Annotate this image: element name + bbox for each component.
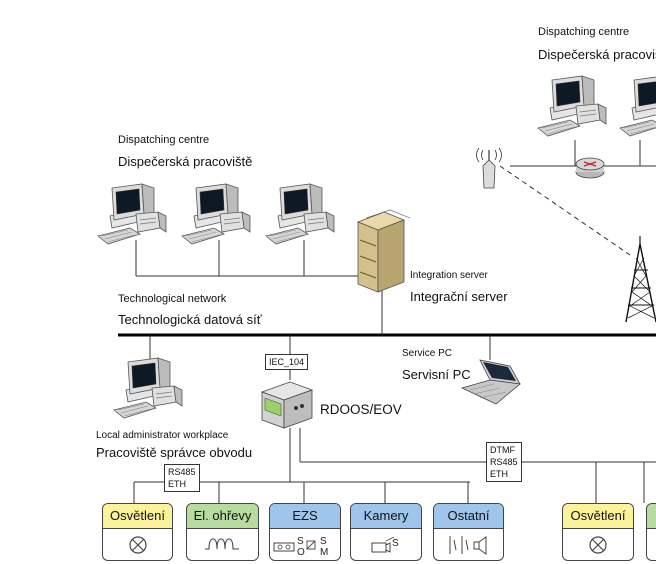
dispatch-en-label: Dispatching centre	[118, 134, 210, 146]
system-kamery: Kamery S	[350, 503, 422, 561]
svg-text:S: S	[297, 536, 304, 547]
local-admin-en-label: Local administrator workplace	[96, 430, 229, 441]
heating-coil-icon	[204, 537, 239, 550]
technological-network-cz-label: Technologická datová síť	[118, 312, 262, 327]
lamp-icon	[128, 535, 147, 554]
dispatch-cz-label: Dispečerská pracoviště	[118, 154, 253, 169]
system-osvetleni-2: Osvětlení	[562, 503, 634, 561]
service-pc-cz-label: Servisní PC	[402, 367, 471, 382]
system-ezs: EZS S O S M	[269, 503, 341, 561]
system-kamery-label: Kamery	[351, 504, 421, 529]
svg-text:M: M	[320, 547, 328, 558]
router-icon	[575, 157, 605, 179]
dispatch-top-pc-2-icon	[619, 75, 656, 137]
camera-icon: S	[371, 536, 399, 553]
switches-speaker-icon	[449, 535, 486, 555]
radio-tower-icon	[625, 236, 656, 323]
local-admin-pc-icon	[113, 357, 183, 419]
rdoos-device-icon	[260, 381, 314, 429]
svg-text:S: S	[392, 538, 399, 549]
iec104-tag: IEC_104	[265, 354, 309, 370]
service-pc-en-label: Service PC	[402, 348, 453, 359]
dispatch-top-cz-label: Dispečerská pracoviště	[538, 47, 656, 62]
dispatch-top-en-label: Dispatching centre	[538, 26, 630, 38]
rs485-eth-tag: RS485 ETH	[164, 464, 200, 492]
lamp-icon	[589, 535, 607, 554]
dispatch-pc-1-icon	[97, 183, 167, 245]
svg-text:O: O	[297, 547, 305, 558]
integration-server-en-label: Integration server	[410, 270, 488, 281]
system-el-ohrevy: El. ohřevy	[186, 503, 259, 561]
system-ostatni: Ostatní	[433, 503, 504, 561]
service-laptop-icon	[460, 359, 521, 405]
integration-server-cz-label: Integrační server	[410, 289, 508, 304]
system-partial-green	[646, 503, 656, 561]
integration-server-icon	[356, 209, 411, 293]
technological-network-en-label: Technological network	[118, 293, 227, 305]
antenna-icon	[476, 147, 502, 189]
system-osvetleni-1: Osvětlení	[102, 503, 173, 561]
system-partial-label	[647, 504, 656, 529]
dtmf-rs485-eth-tag: DTMF RS485 ETH	[486, 442, 522, 482]
system-el-ohrevy-label: El. ohřevy	[187, 504, 258, 529]
dispatch-pc-2-icon	[181, 183, 251, 245]
system-ostatni-label: Ostatní	[434, 504, 503, 529]
dispatch-top-pc-1-icon	[537, 75, 607, 137]
dispatch-pc-3-icon	[265, 183, 335, 245]
system-osvetleni-1-label: Osvětlení	[103, 504, 172, 529]
system-osvetleni-2-label: Osvětlení	[563, 504, 633, 529]
system-ezs-label: EZS	[270, 504, 340, 529]
ezs-sensors-icon: S O S M	[273, 536, 328, 558]
rdoos-label: RDOOS/EOV	[320, 402, 402, 417]
local-admin-cz-label: Pracoviště správce obvodu	[96, 445, 253, 460]
svg-text:S: S	[320, 536, 327, 547]
